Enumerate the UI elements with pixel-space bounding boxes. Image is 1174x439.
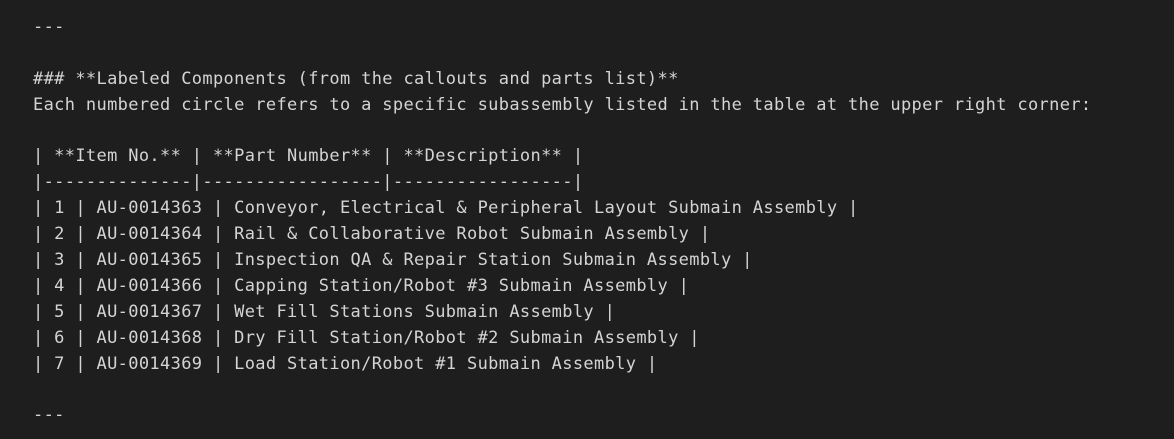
section-heading: ### **Labeled Components (from the callo… bbox=[33, 68, 679, 89]
table-header-row: | **Item No.** | **Part Number** | **Des… bbox=[33, 146, 584, 167]
table-row: | 4 | AU-0014366 | Capping Station/Robot… bbox=[33, 275, 690, 296]
blank-line bbox=[33, 377, 1174, 403]
table-row: | 5 | AU-0014367 | Wet Fill Stations Sub… bbox=[33, 301, 616, 322]
table-row: | 3 | AU-0014365 | Inspection QA & Repai… bbox=[33, 250, 753, 271]
horizontal-rule-top: --- bbox=[33, 17, 65, 37]
table-separator-row: |--------------|-----------------|------… bbox=[33, 172, 584, 193]
blank-line bbox=[33, 119, 1174, 145]
table-row: | 2 | AU-0014364 | Rail & Collaborative … bbox=[33, 224, 711, 245]
table-row: | 1 | AU-0014363 | Conveyor, Electrical … bbox=[33, 198, 859, 219]
horizontal-rule-bottom: --- bbox=[33, 405, 65, 426]
blank-line bbox=[33, 41, 1174, 67]
intro-paragraph: Each numbered circle refers to a specifi… bbox=[33, 94, 1092, 115]
table-row: | 6 | AU-0014368 | Dry Fill Station/Robo… bbox=[33, 327, 700, 348]
table-row: | 7 | AU-0014369 | Load Station/Robot #1… bbox=[33, 353, 658, 374]
